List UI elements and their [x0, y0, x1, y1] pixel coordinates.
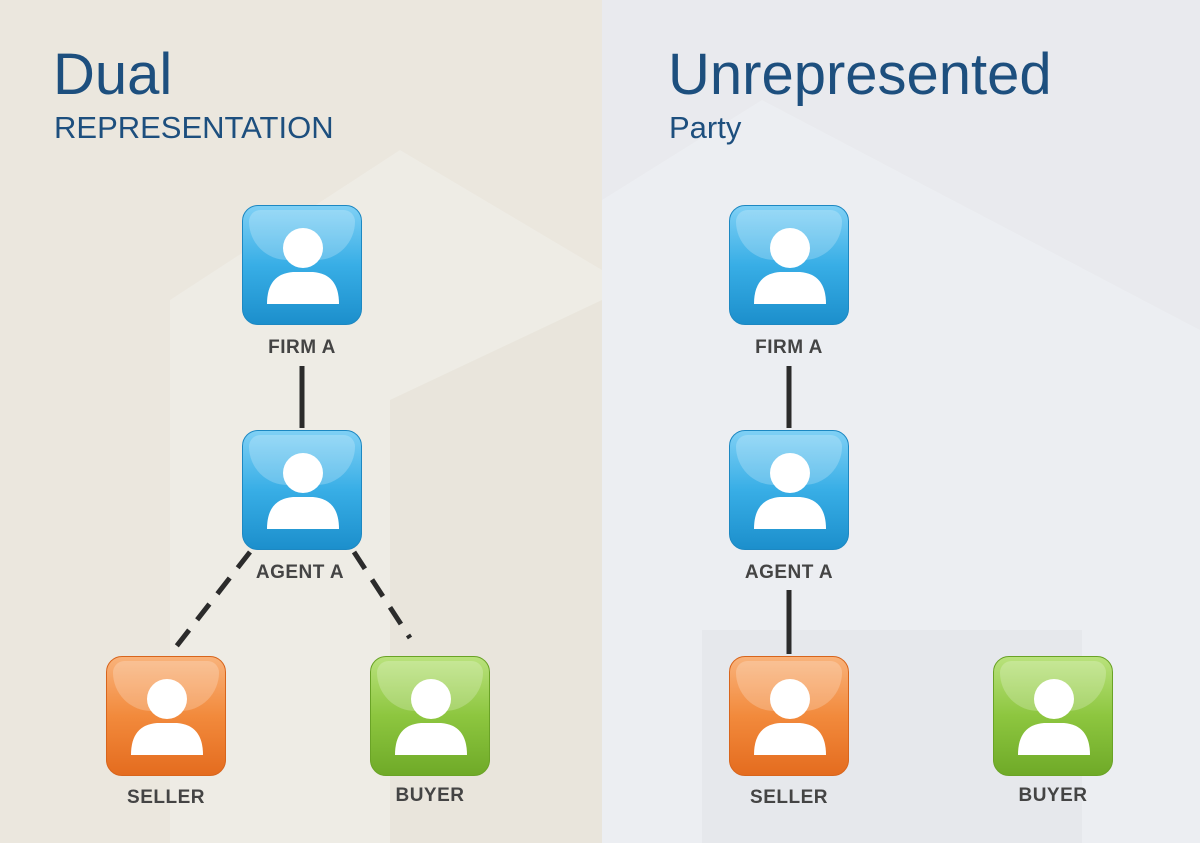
seller-node: [729, 656, 849, 776]
buyer-node: [993, 656, 1113, 776]
node-label: AGENT A: [744, 562, 834, 583]
node-label: FIRM A: [755, 337, 823, 358]
firm-node: [729, 205, 849, 325]
person-icon: [267, 228, 339, 304]
person-icon: [754, 453, 826, 529]
agent-node: [729, 430, 849, 550]
person-icon: [395, 679, 467, 755]
seller-node: [106, 656, 226, 776]
person-icon: [1018, 679, 1090, 755]
page-subtitle: REPRESENTATION: [54, 110, 334, 145]
agent-node: [242, 430, 362, 550]
node-label: SELLER: [750, 787, 828, 808]
node-label: FIRM A: [268, 337, 336, 358]
node-label: SELLER: [127, 787, 205, 808]
agent-buyer-dashed-connector: [351, 550, 413, 640]
buyer-node: [370, 656, 490, 776]
page-subtitle: Party: [669, 110, 742, 145]
node-label: BUYER: [1018, 785, 1088, 806]
person-icon: [267, 453, 339, 529]
person-icon: [131, 679, 203, 755]
node-label: BUYER: [395, 785, 465, 806]
node-label: AGENT A: [255, 562, 345, 583]
page-title: Dual: [53, 42, 173, 107]
person-icon: [754, 228, 826, 304]
firm-node: [242, 205, 362, 325]
agent-seller-dashed-connector: [170, 550, 252, 654]
person-icon: [754, 679, 826, 755]
dual-representation-panel: Dual REPRESENTATION: [0, 0, 602, 843]
page-title: Unrepresented: [668, 42, 1052, 107]
